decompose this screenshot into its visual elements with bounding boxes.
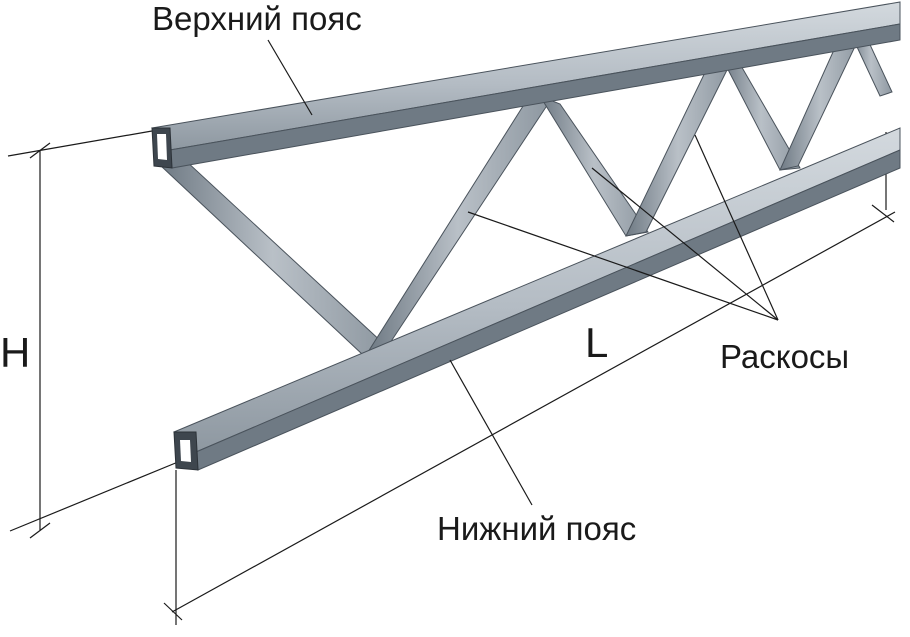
web-member	[538, 94, 649, 237]
leader-web-2	[591, 167, 779, 321]
top-chord	[151, 1, 901, 169]
leader-bottom-chord	[449, 359, 533, 506]
bottom-chord-label: Нижний пояс	[437, 510, 637, 547]
height-label: H	[0, 329, 31, 376]
bottom-chord	[173, 127, 901, 471]
leader-lines	[267, 39, 779, 506]
top-chord-label: Верхний пояс	[152, 0, 362, 37]
leader-web-3	[694, 134, 779, 321]
length-label: L	[585, 319, 609, 366]
leader-web-1	[467, 211, 779, 321]
web-member	[158, 159, 386, 355]
web-members-label: Раскосы	[720, 338, 850, 375]
leader-top-chord	[267, 39, 313, 116]
dimension-h	[7, 130, 179, 539]
